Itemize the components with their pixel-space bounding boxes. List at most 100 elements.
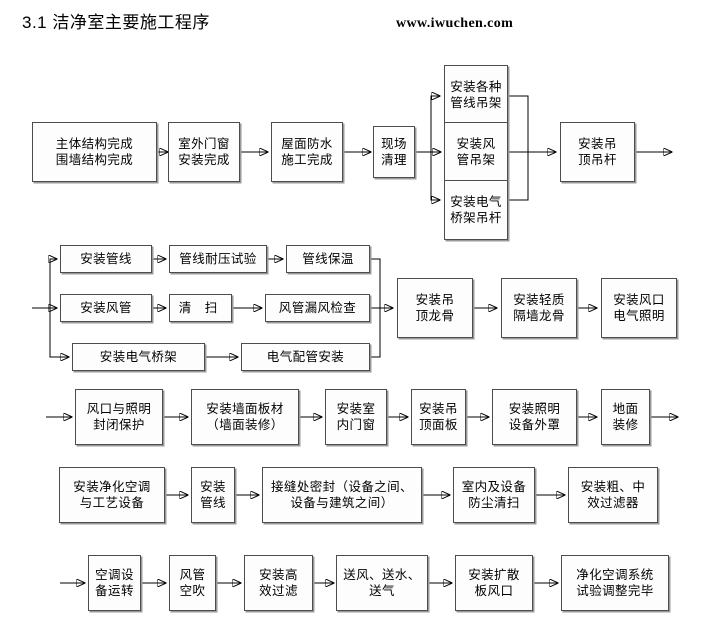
- node-install-lighting-covers[interactable]: 安装照明 设备外罩: [492, 389, 577, 445]
- node-install-electrical-tray[interactable]: 安装电气桥架: [72, 343, 205, 371]
- node-line: 管线保温: [302, 251, 354, 266]
- node-install-duct-hangers[interactable]: 安装风 管吊架: [444, 122, 508, 182]
- node-supply-air-water-gas[interactable]: 送风、送水、 送气: [336, 555, 428, 611]
- node-line: 风管: [179, 567, 206, 582]
- node-line: 安装粗、中: [580, 479, 646, 494]
- node-line: 送气: [369, 584, 395, 598]
- node-line: 安装室: [336, 401, 376, 416]
- node-line: 安装风口: [613, 292, 665, 307]
- node-install-ceiling-panels[interactable]: 安装吊 顶面板: [411, 389, 466, 445]
- node-hvac-system-commissioning[interactable]: 净化空调系统 试验调整完毕: [561, 555, 669, 611]
- connector-row2-split-top: [50, 259, 57, 308]
- node-line: 空吹: [179, 584, 206, 598]
- node-install-pipe-hangers[interactable]: 安装各种 管线吊架: [444, 65, 508, 125]
- node-install-pipelines[interactable]: 安装管线: [60, 245, 152, 273]
- node-line: 室内及设备: [461, 479, 527, 494]
- node-line: 安装净化空调: [73, 479, 151, 494]
- node-exterior-doors-windows[interactable]: 室外门窗 安装完成: [168, 122, 240, 182]
- node-line: 空调设: [95, 567, 134, 582]
- node-line: 安装电气桥架: [99, 349, 178, 364]
- page-title: 3.1 洁净室主要施工程序: [22, 13, 210, 32]
- node-duct-leak-test[interactable]: 风管漏风检查: [265, 294, 370, 322]
- node-line: 安装扩散: [468, 567, 520, 582]
- node-line: 设备外罩: [508, 418, 561, 432]
- node-line: 管吊架: [456, 153, 496, 167]
- node-line: 安装吊: [578, 136, 617, 151]
- node-line: 设备与建筑之间）: [290, 496, 394, 510]
- node-line: 安装完成: [178, 153, 230, 167]
- node-roof-waterproofing[interactable]: 屋面防水 施工完成: [271, 122, 343, 182]
- node-line: 装修: [612, 418, 639, 432]
- node-line: 效过滤: [259, 584, 298, 598]
- node-duct-air-blowing[interactable]: 风管 空吹: [169, 555, 216, 611]
- node-install-vent-lighting[interactable]: 安装风口 电气照明: [601, 278, 677, 338]
- node-floor-finishing[interactable]: 地面 装修: [601, 389, 650, 445]
- node-line: 清 扫: [178, 300, 223, 315]
- node-line: （墙面装修）: [206, 418, 284, 432]
- connector-merge-top: [508, 95, 529, 152]
- node-install-ceiling-keel[interactable]: 安装吊 顶龙骨: [397, 278, 473, 338]
- node-install-air-ducts[interactable]: 安装风管: [60, 294, 152, 322]
- node-line: 围墙结构完成: [55, 153, 134, 167]
- node-line: 安装各种: [450, 79, 502, 94]
- node-line: 备运转: [95, 584, 134, 598]
- node-line: 安装管线: [80, 251, 132, 266]
- node-line: 防尘清扫: [468, 496, 520, 510]
- node-site-cleanup[interactable]: 现场 清理: [373, 126, 415, 178]
- node-install-cleanroom-hvac[interactable]: 安装净化空调 与工艺设备: [59, 467, 165, 523]
- node-line: 顶面板: [419, 418, 458, 432]
- node-line: 安装风管: [80, 300, 132, 315]
- connector-merge-bottom: [508, 152, 529, 201]
- node-line: 风口与照明: [86, 401, 152, 416]
- node-main-structure-complete[interactable]: 主体结构完成 围墙结构完成: [32, 122, 157, 182]
- node-electrical-conduit-install[interactable]: 电气配管安装: [241, 343, 370, 371]
- node-pipeline-pressure-test[interactable]: 管线耐压试验: [169, 245, 267, 273]
- connector-split-top: [430, 96, 440, 152]
- node-cleaning[interactable]: 清 扫: [169, 294, 232, 322]
- node-line: 安装吊: [419, 401, 458, 416]
- node-install-ceiling-rods[interactable]: 安装吊 顶吊杆: [560, 122, 635, 182]
- node-line: 安装墙面板材: [206, 401, 284, 416]
- node-line: 板风口: [474, 584, 514, 598]
- node-line: 净化空调系统: [576, 567, 654, 582]
- node-vent-lighting-protection[interactable]: 风口与照明 封闭保护: [75, 389, 163, 445]
- node-install-interior-doors[interactable]: 安装室 内门窗: [325, 389, 387, 445]
- node-joint-sealing[interactable]: 接缝处密封（设备之间、 设备与建筑之间）: [262, 467, 422, 523]
- node-install-coarse-medium-filters[interactable]: 安装粗、中 效过滤器: [568, 467, 658, 523]
- node-line: 安装电气: [450, 194, 502, 209]
- node-hvac-equipment-operation[interactable]: 空调设 备运转: [88, 555, 141, 611]
- node-line: 接缝处密封（设备之间、: [271, 479, 413, 494]
- node-line: 现场: [381, 136, 407, 151]
- node-line: 隔墙龙骨: [513, 309, 565, 323]
- node-line: 电气照明: [613, 309, 665, 323]
- connector-row2-split-bottom: [49, 308, 69, 357]
- node-line: 电气配管安装: [266, 349, 345, 364]
- node-line: 顶龙骨: [415, 309, 455, 323]
- node-install-pipes-row4[interactable]: 安装 管线: [191, 467, 235, 523]
- node-line: 安装轻质: [513, 292, 565, 307]
- node-line: 顶吊杆: [578, 153, 617, 167]
- node-line: 屋面防水: [281, 136, 333, 151]
- node-line: 风管漏风检查: [278, 300, 357, 315]
- node-line: 主体结构完成: [55, 136, 134, 151]
- node-line: 施工完成: [281, 153, 333, 167]
- node-dust-cleaning[interactable]: 室内及设备 防尘清扫: [453, 467, 535, 523]
- node-install-partition-keel[interactable]: 安装轻质 隔墙龙骨: [501, 278, 577, 338]
- node-install-hepa-filters[interactable]: 安装高 效过滤: [244, 555, 313, 611]
- node-line: 效过滤器: [587, 496, 639, 510]
- connector-split-bottom: [430, 152, 440, 200]
- node-install-diffuser[interactable]: 安装扩散 板风口: [455, 555, 533, 611]
- node-install-wall-panels[interactable]: 安装墙面板材 （墙面装修）: [191, 389, 299, 445]
- node-pipeline-insulation[interactable]: 管线保温: [286, 245, 370, 273]
- node-line: 内门窗: [336, 418, 376, 432]
- node-line: 安装照明: [508, 401, 561, 416]
- node-line: 桥架吊杆: [450, 211, 502, 225]
- node-line: 与工艺设备: [79, 496, 145, 510]
- connector-row2-merge-top: [370, 258, 381, 308]
- node-line: 管线: [200, 496, 226, 510]
- connector-row2-merge-bottom: [370, 308, 381, 358]
- node-line: 送风、送水、: [343, 567, 421, 582]
- node-install-electrical-tray-hangers[interactable]: 安装电气 桥架吊杆: [444, 180, 508, 240]
